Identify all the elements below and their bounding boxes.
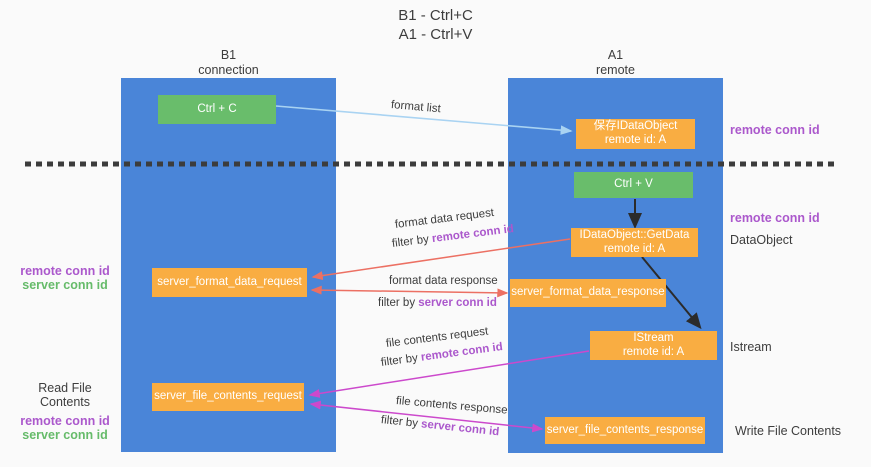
left-server-conn-id-label-2: server conn id — [22, 428, 108, 442]
lane-b1-name: B1 — [220, 48, 237, 62]
format-data-request-arrow — [311, 238, 571, 281]
lane-a1-role: remote — [596, 63, 635, 77]
server-conn-id-key: server conn id — [418, 297, 497, 309]
left-server-conn-id-label: server conn id — [22, 278, 108, 292]
right-remote-conn-id-label-2: remote conn id — [730, 211, 820, 225]
file-contents-request-arrow — [308, 350, 590, 398]
left-remote-conn-id-label: remote conn id — [20, 264, 110, 278]
file-contents-response-arrow — [309, 400, 544, 433]
server-format-data-response-label: server_format_data_response — [511, 286, 665, 299]
server-format-data-response-box: server_format_data_response — [510, 279, 666, 307]
istream-side-label: Istream — [730, 340, 772, 354]
diagram-title: B1 - Ctrl+C A1 - Ctrl+V — [0, 6, 871, 44]
getdata-to-istream-arrow — [641, 256, 702, 330]
server-file-contents-response-box: server_file_contents_response — [545, 417, 705, 444]
istream-line1: IStream — [633, 331, 674, 344]
format-data-response-label: format data response — [389, 275, 498, 287]
server-file-contents-request-box: server_file_contents_request — [152, 383, 304, 411]
lane-header-a1: A1 remote — [508, 48, 723, 78]
lane-a1-name: A1 — [607, 48, 624, 62]
server-file-contents-request-label: server_file_contents_request — [154, 390, 302, 403]
ctrl-v-label: Ctrl + V — [614, 178, 653, 191]
format-list-arrow — [275, 105, 573, 135]
ctrl-c-label: Ctrl + C — [197, 102, 237, 115]
server-file-contents-response-label: server_file_contents_response — [546, 423, 704, 436]
title-line-2: A1 - Ctrl+V — [398, 26, 473, 43]
left-remote-conn-id-label-2: remote conn id — [20, 414, 110, 428]
format-data-response-filter-label: filter by server conn id — [378, 297, 497, 309]
lane-b1-role: connection — [198, 63, 259, 77]
server-format-data-request-label: server_format_data_request — [157, 275, 302, 288]
ctrl-v-box: Ctrl + V — [574, 172, 693, 198]
istream-line2: remote id: A — [622, 345, 685, 358]
save-idataobject-line1: 保存IDataObject — [593, 120, 678, 133]
getdata-box: IDataObject::GetData remote id: A — [571, 228, 698, 257]
save-idataobject-box: 保存IDataObject remote id: A — [576, 119, 695, 149]
write-file-contents-label: Write File Contents — [735, 424, 842, 438]
dataobject-label: DataObject — [730, 233, 793, 247]
right-remote-conn-id-label-1: remote conn id — [730, 123, 820, 137]
filter-by-text: filter by — [378, 297, 419, 309]
getdata-line1: IDataObject::GetData — [579, 228, 690, 241]
server-format-data-request-box: server_format_data_request — [152, 268, 307, 297]
format-data-response-arrow — [310, 285, 509, 298]
ctrl-c-box: Ctrl + C — [158, 95, 276, 124]
istream-box: IStream remote id: A — [590, 331, 717, 360]
read-file-contents-group: Read File Contents remote conn id server… — [12, 381, 118, 442]
left-conn-id-group: remote conn id server conn id — [12, 264, 118, 292]
save-idataobject-line2: remote id: A — [604, 134, 667, 146]
title-line-1: B1 - Ctrl+C — [398, 7, 473, 24]
lane-header-b1: B1 connection — [121, 48, 336, 78]
read-file-contents-label: Read File Contents — [38, 381, 92, 409]
getdata-line2: remote id: A — [603, 242, 666, 255]
